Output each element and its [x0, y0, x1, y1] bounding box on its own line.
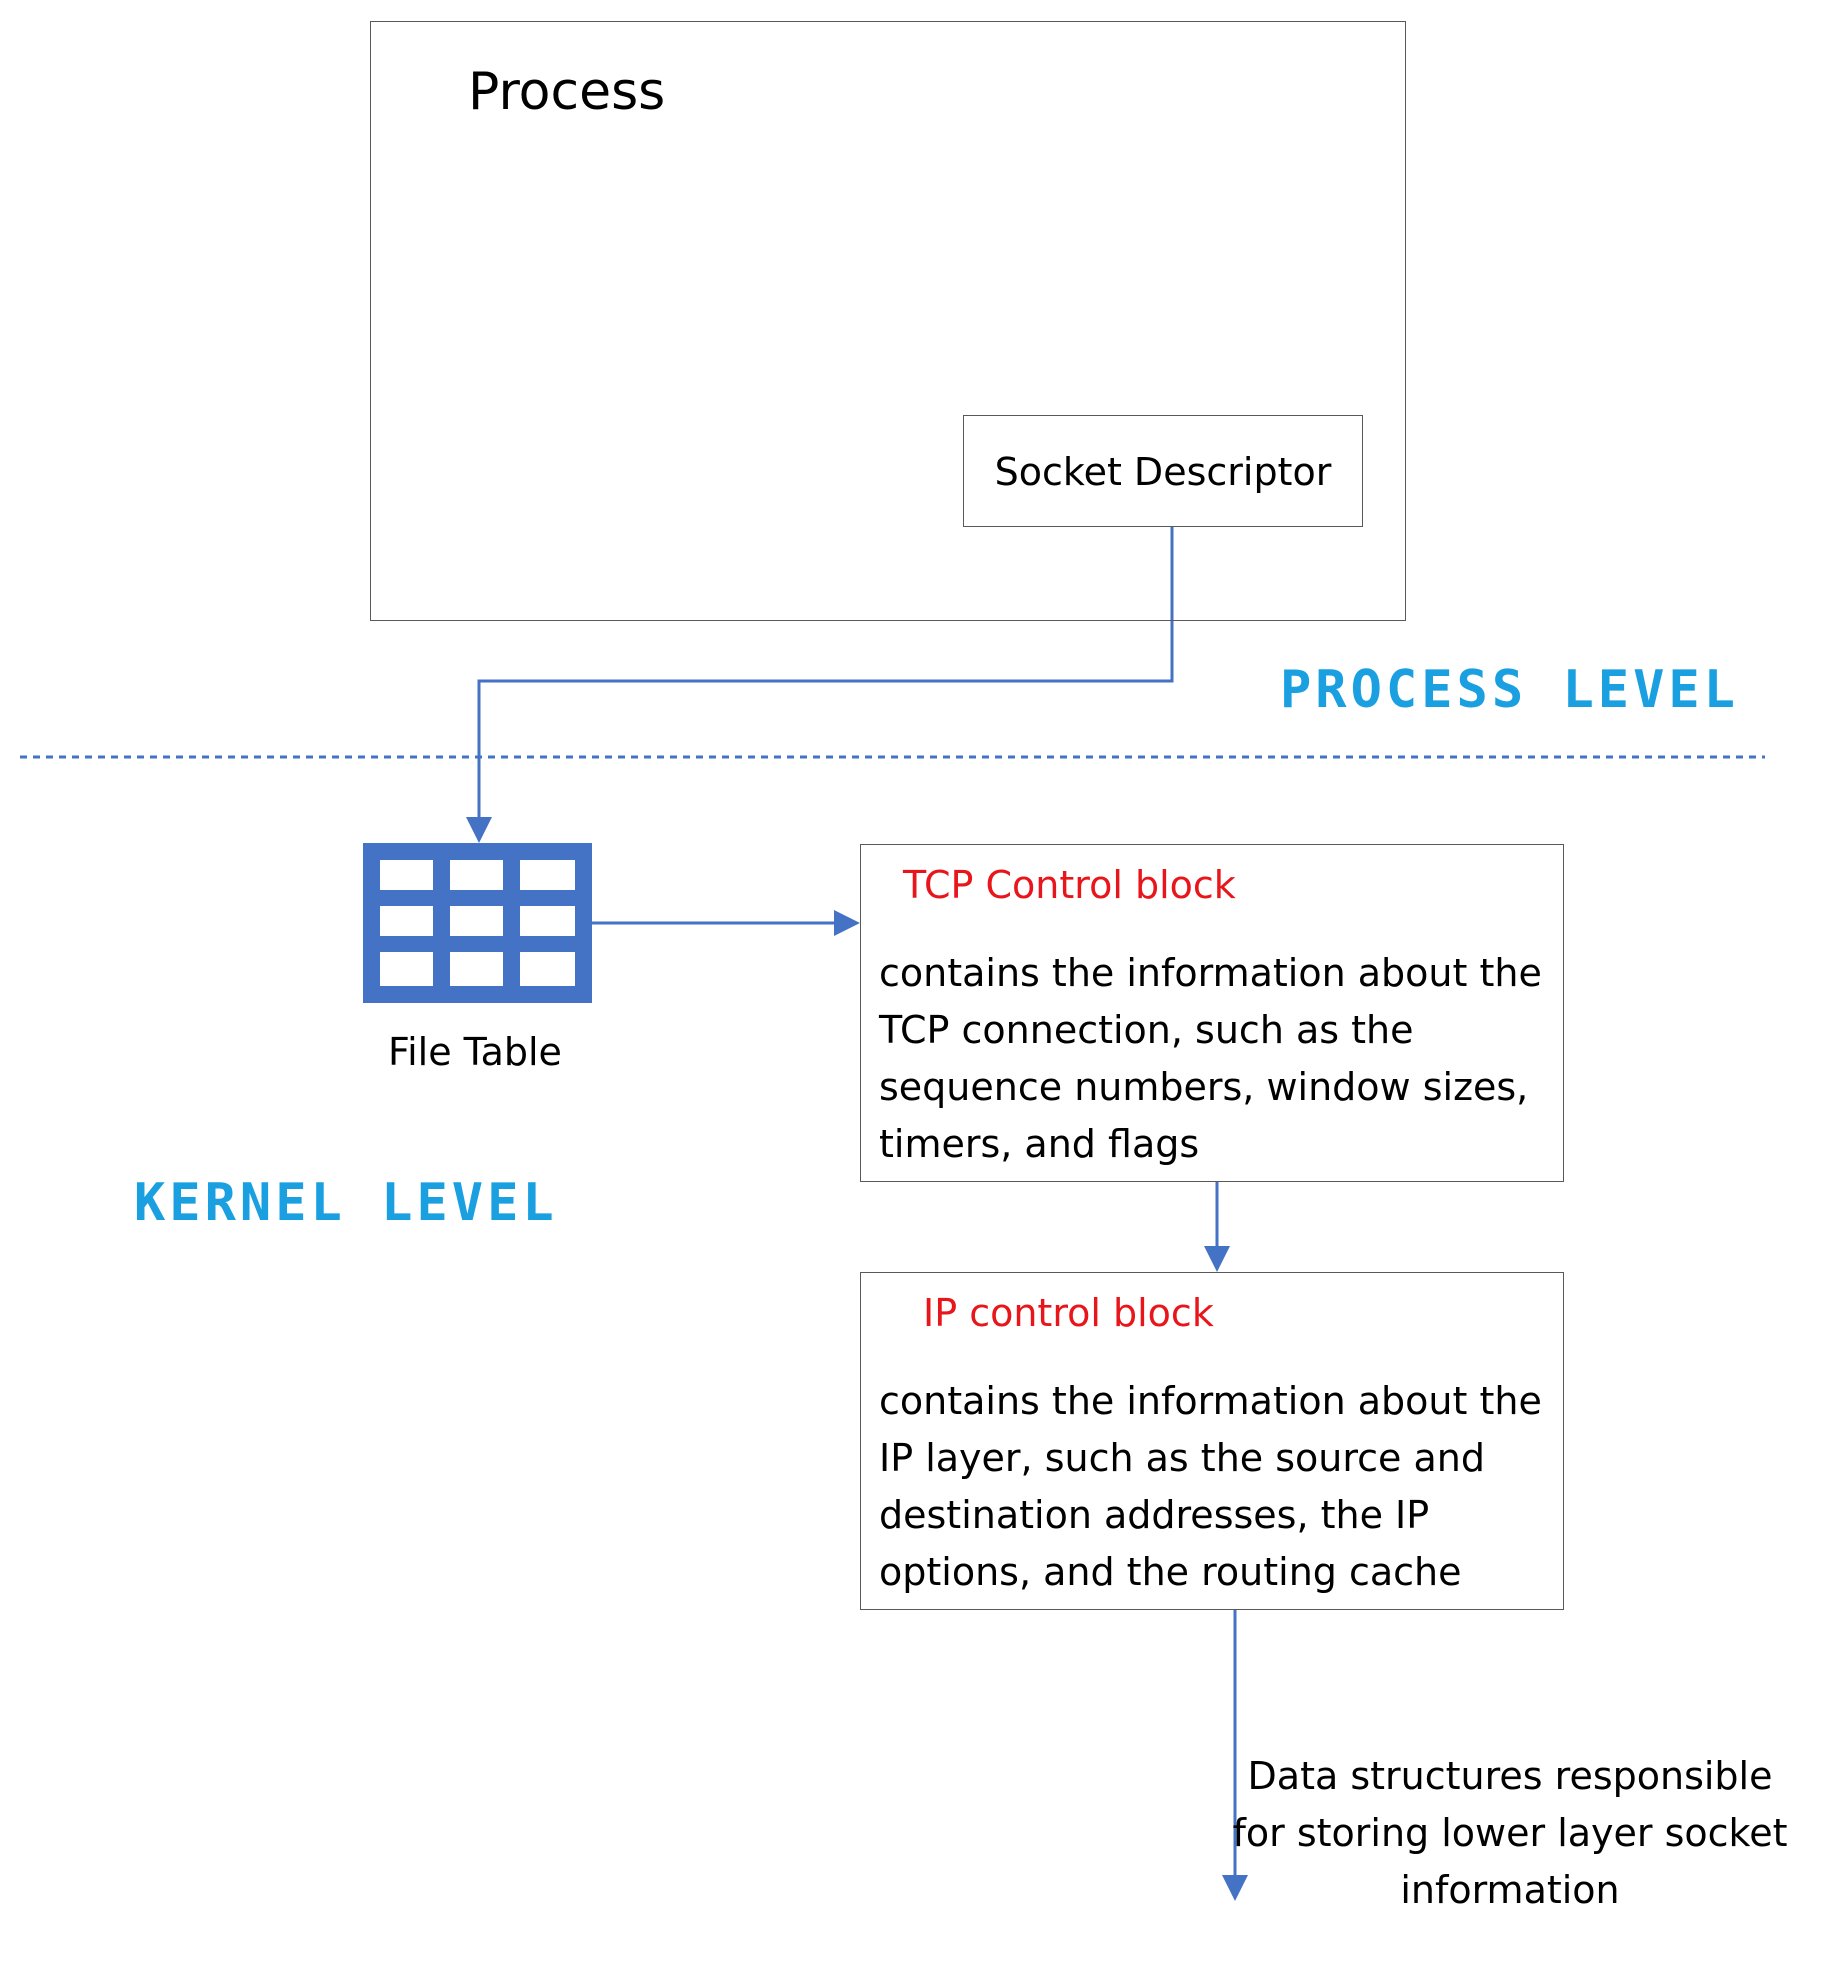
table-icon — [363, 843, 592, 1003]
lower-layer-note: Data structures responsible for storing … — [1232, 1754, 1788, 1912]
process-title: Process — [468, 62, 666, 122]
file-table-label: File Table — [388, 1030, 562, 1074]
tcp-to-ip-arrowhead — [1204, 1246, 1230, 1272]
socket-descriptor-label: Socket Descriptor — [994, 450, 1332, 494]
ip-control-block: IP control block contains the informatio… — [860, 1272, 1564, 1610]
socket-to-filetable-arrowhead — [466, 817, 492, 843]
process-level-label: PROCESS LEVEL — [1280, 660, 1739, 720]
process-box — [370, 21, 1406, 621]
socket-descriptor-box: Socket Descriptor — [963, 415, 1363, 527]
ip-control-block-title: IP control block — [923, 1291, 1214, 1335]
tcp-control-block-title: TCP Control block — [903, 863, 1236, 907]
tcp-control-block-description: contains the information about the TCP c… — [879, 951, 1542, 1166]
filetable-to-tcp-arrowhead — [834, 910, 860, 936]
tcp-control-block: TCP Control block contains the informati… — [860, 844, 1564, 1182]
ip-control-block-description: contains the information about the IP la… — [879, 1379, 1542, 1594]
ip-to-lower-arrowhead — [1222, 1875, 1248, 1901]
kernel-level-label: KERNEL LEVEL — [134, 1173, 558, 1233]
